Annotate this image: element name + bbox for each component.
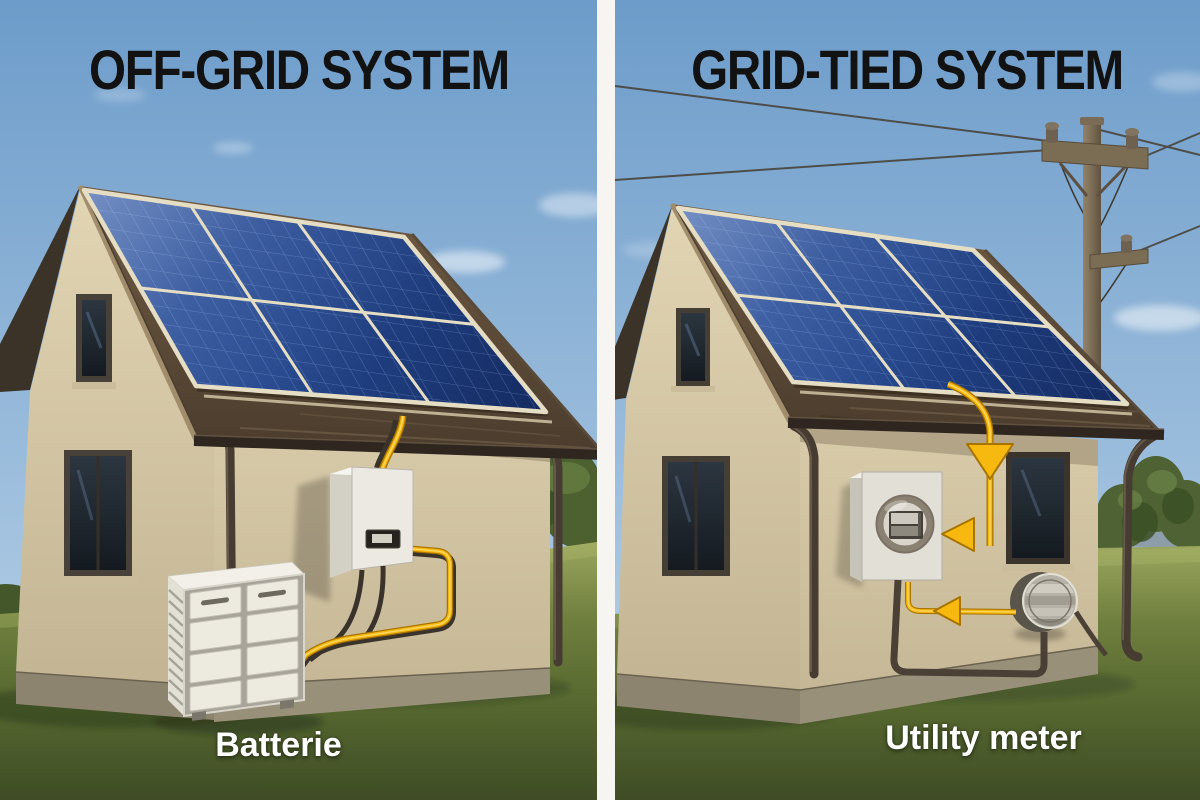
house bbox=[615, 202, 1165, 724]
arrow-down-icon bbox=[966, 443, 1014, 480]
front-window bbox=[1002, 452, 1074, 571]
gable-window-large bbox=[58, 450, 138, 584]
clouds bbox=[94, 88, 597, 273]
back-roof-edge bbox=[615, 206, 672, 400]
offgrid-illustration bbox=[0, 0, 597, 800]
energy-flow bbox=[905, 380, 1017, 626]
inverter-to-battery-cable bbox=[294, 545, 456, 673]
foundation bbox=[800, 646, 1098, 724]
solar-panel-array bbox=[81, 187, 553, 424]
arrow-left-icon bbox=[941, 517, 975, 552]
back-roof-edge bbox=[0, 186, 80, 392]
foundation bbox=[16, 672, 214, 720]
utility-meter bbox=[836, 471, 943, 588]
crossarm bbox=[1041, 139, 1149, 170]
panel-divider bbox=[597, 0, 615, 800]
power-lines bbox=[615, 85, 1200, 253]
gable-window-small bbox=[72, 294, 116, 389]
inverter bbox=[292, 466, 414, 662]
net-meter-disc bbox=[1010, 572, 1078, 641]
utility-pole bbox=[1041, 117, 1149, 432]
insulators bbox=[1045, 122, 1139, 253]
roof-to-inverter-cable bbox=[374, 415, 407, 472]
gable-window-large bbox=[656, 456, 736, 583]
arrow-left-icon bbox=[933, 596, 961, 626]
gable-window-small bbox=[671, 308, 715, 392]
meter-display bbox=[889, 511, 923, 539]
battery-bank bbox=[167, 561, 305, 721]
conduits bbox=[890, 579, 1108, 678]
solar-panel-array bbox=[675, 205, 1133, 416]
battery-modules bbox=[189, 578, 299, 712]
gridtied-illustration bbox=[615, 0, 1200, 800]
